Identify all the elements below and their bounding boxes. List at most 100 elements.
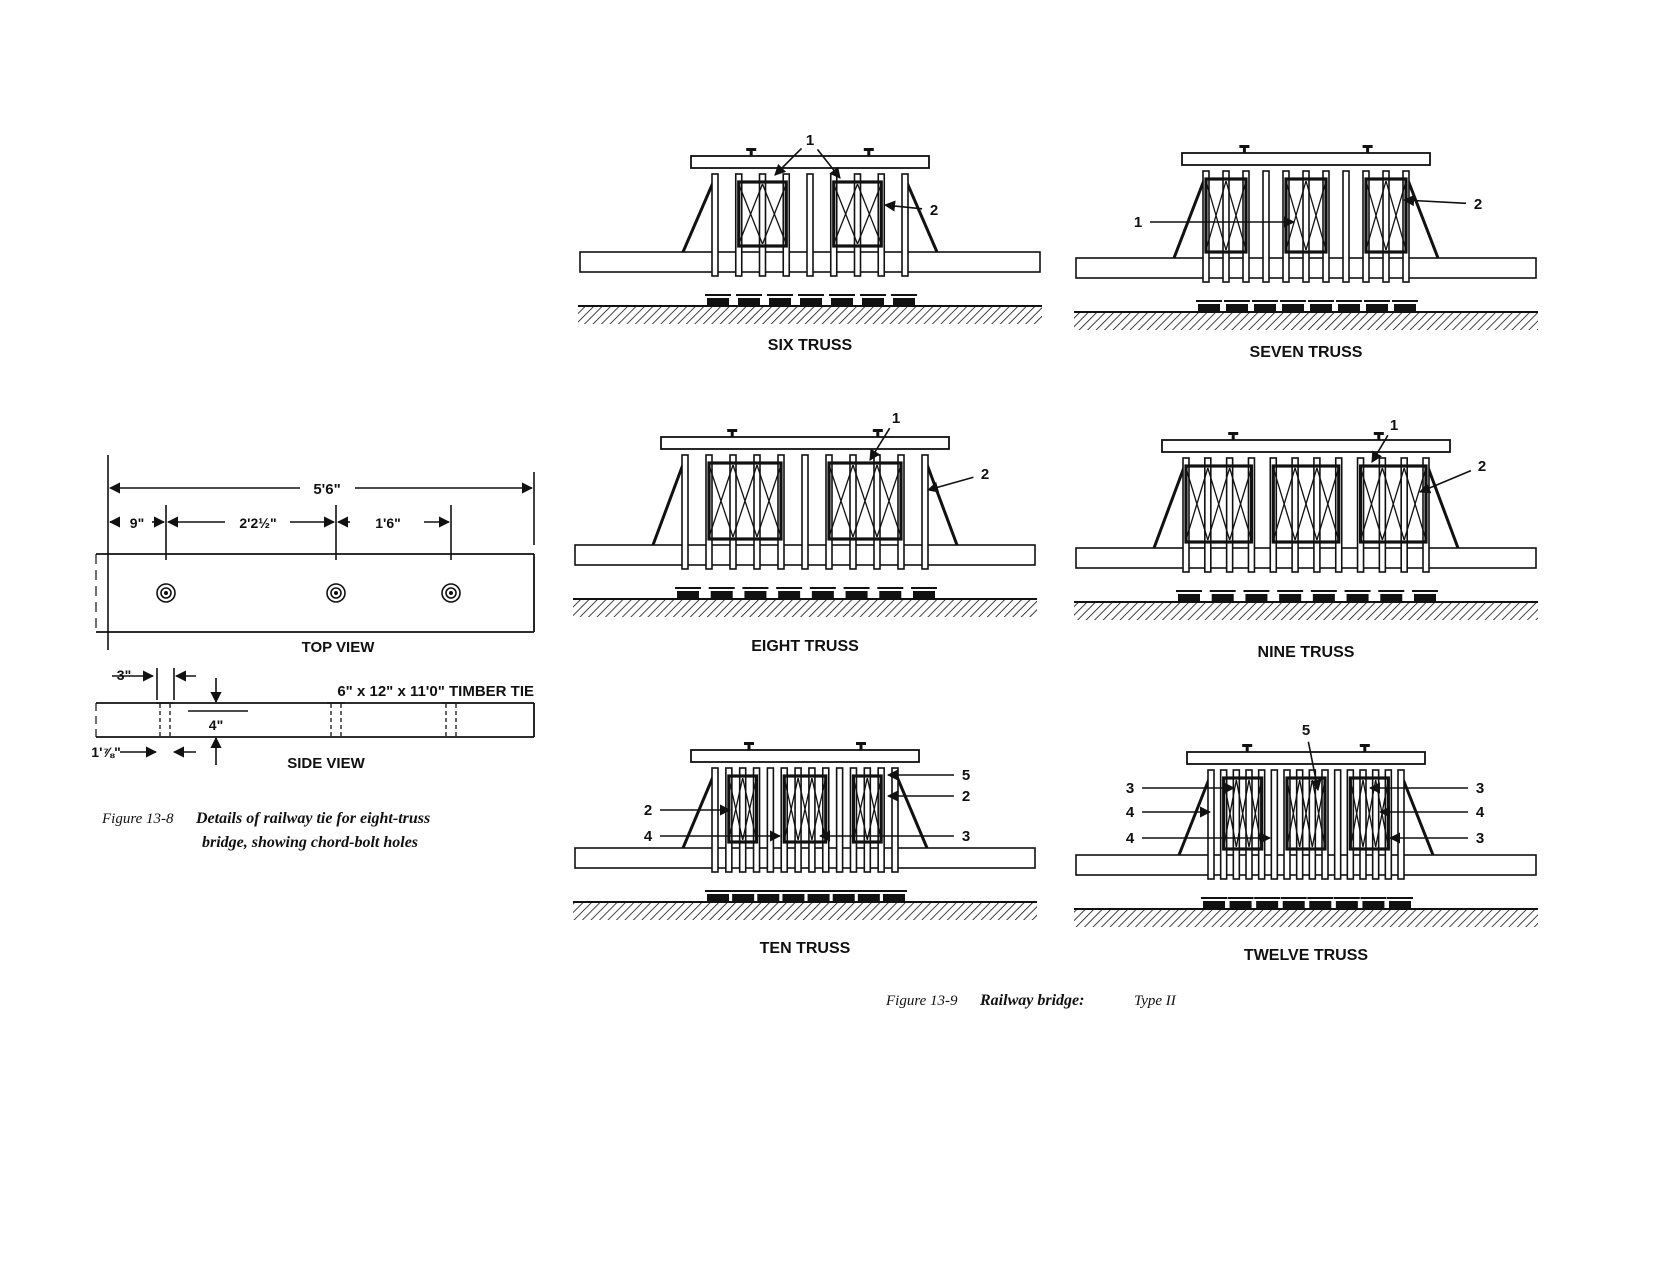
- rail-icon: [746, 148, 757, 151]
- rail-ties: [705, 890, 907, 902]
- callout: 2: [1402, 194, 1482, 213]
- truss-posts: [1182, 457, 1430, 573]
- callout: 4: [644, 828, 782, 845]
- callout-number: 5: [962, 767, 970, 784]
- dim-1-7-8-label: 1'⅞": [91, 744, 120, 760]
- callout: 2: [926, 466, 989, 493]
- callout-number: 2: [930, 202, 938, 219]
- panel-title: TWELVE TRUSS: [1244, 947, 1368, 964]
- rail-icon: [1242, 744, 1253, 747]
- deck: [690, 155, 930, 169]
- fig13-9-caption-rest: Type II: [1134, 993, 1177, 1009]
- ground-hatch: [573, 902, 1037, 920]
- panel-title: SEVEN TRUSS: [1250, 344, 1363, 361]
- rail-ties: [1196, 300, 1418, 312]
- callout-number: 5: [1302, 722, 1310, 739]
- callout: 3: [1368, 780, 1484, 797]
- truss-bracing: [782, 774, 828, 844]
- callout: 2: [886, 788, 970, 805]
- dim-4in-label: 4": [209, 717, 223, 733]
- callout-number: 2: [981, 466, 989, 483]
- transom: [1075, 854, 1537, 876]
- callout: 5: [886, 767, 970, 784]
- rail-icon: [1362, 145, 1373, 148]
- truss-bracing: [1284, 177, 1328, 254]
- bolt-hole-icon: [441, 583, 461, 603]
- truss-bracing: [1204, 177, 1248, 254]
- rail-icon: [1228, 432, 1239, 435]
- rail-icon: [1373, 432, 1384, 435]
- callout-number: 3: [1476, 780, 1484, 797]
- truss-bracing: [832, 180, 883, 248]
- dim-a-label: 9": [130, 515, 144, 531]
- callout-number: 2: [1478, 458, 1486, 475]
- panel-title: EIGHT TRUSS: [751, 638, 859, 655]
- truss-posts: [681, 454, 929, 570]
- truss-bracing: [1222, 776, 1264, 851]
- ground-hatch: [1074, 602, 1538, 620]
- callout: 2: [644, 802, 732, 819]
- truss-bracing: [1285, 776, 1327, 851]
- bolt-hole-icon: [326, 583, 346, 603]
- callout-number: 4: [1126, 830, 1135, 847]
- transom: [574, 847, 1036, 869]
- overall-dimension: [107, 455, 535, 650]
- rail-icon: [744, 742, 754, 745]
- ground-hatch: [578, 306, 1042, 324]
- ground-hatch: [1074, 312, 1538, 330]
- dim-3in-label: 3": [117, 667, 131, 683]
- truss-bracing: [1271, 464, 1341, 544]
- fig13-8-caption-number: Figure 13-8: [101, 811, 174, 827]
- callout: 2: [883, 200, 938, 219]
- callout: 3: [818, 828, 970, 845]
- fig13-9-caption-number: Figure 13-9: [885, 993, 958, 1009]
- tie-top-view: [95, 553, 535, 633]
- deck: [1186, 751, 1426, 765]
- callout-number: 1: [1134, 214, 1142, 231]
- top-view-label: TOP VIEW: [302, 639, 376, 656]
- callout: 1: [1134, 214, 1296, 231]
- deck: [1181, 152, 1431, 166]
- callout-number: 3: [962, 828, 970, 845]
- rail-ties: [1176, 590, 1438, 602]
- ground-hatch: [1074, 909, 1538, 927]
- callout: 4: [1126, 804, 1212, 821]
- callout: 4: [1378, 804, 1485, 821]
- callout: 4: [1126, 830, 1272, 847]
- rail-ties: [1201, 897, 1413, 909]
- truss-bracing: [737, 180, 788, 248]
- deck: [1161, 439, 1451, 453]
- fig13-9-caption-bold: Railway bridge:: [979, 992, 1084, 1009]
- callout-number: 3: [1476, 830, 1484, 847]
- callout: 2: [1418, 458, 1486, 494]
- truss-bracing: [827, 461, 903, 541]
- rail-icon: [727, 429, 738, 432]
- callout: 3: [1126, 780, 1236, 797]
- callout: 5: [1302, 722, 1322, 792]
- callout-number: 4: [1476, 804, 1485, 821]
- panel-title: SIX TRUSS: [768, 337, 853, 354]
- panel-title: NINE TRUSS: [1258, 644, 1355, 661]
- callout: 1: [774, 132, 841, 179]
- callout-number: 4: [1126, 804, 1135, 821]
- rail-ties: [675, 587, 937, 599]
- dim-c-label: 1'6": [375, 515, 401, 531]
- callout: 1: [1371, 417, 1398, 463]
- dim-b-label: 2'2½": [239, 515, 276, 531]
- dim-overall-label: 5'6": [313, 481, 340, 498]
- truss-bracing: [1184, 464, 1254, 544]
- truss-bracing: [851, 774, 883, 844]
- truss-bracing: [1358, 464, 1428, 544]
- fig13-8-caption-line2: bridge, showing chord-bolt holes: [202, 834, 418, 851]
- panel-title: TEN TRUSS: [760, 940, 851, 957]
- deck: [660, 436, 950, 450]
- truss-posts: [711, 767, 899, 873]
- bolt-hole-icon: [156, 583, 176, 603]
- callout-number: 2: [962, 788, 970, 805]
- callout-number: 2: [644, 802, 652, 819]
